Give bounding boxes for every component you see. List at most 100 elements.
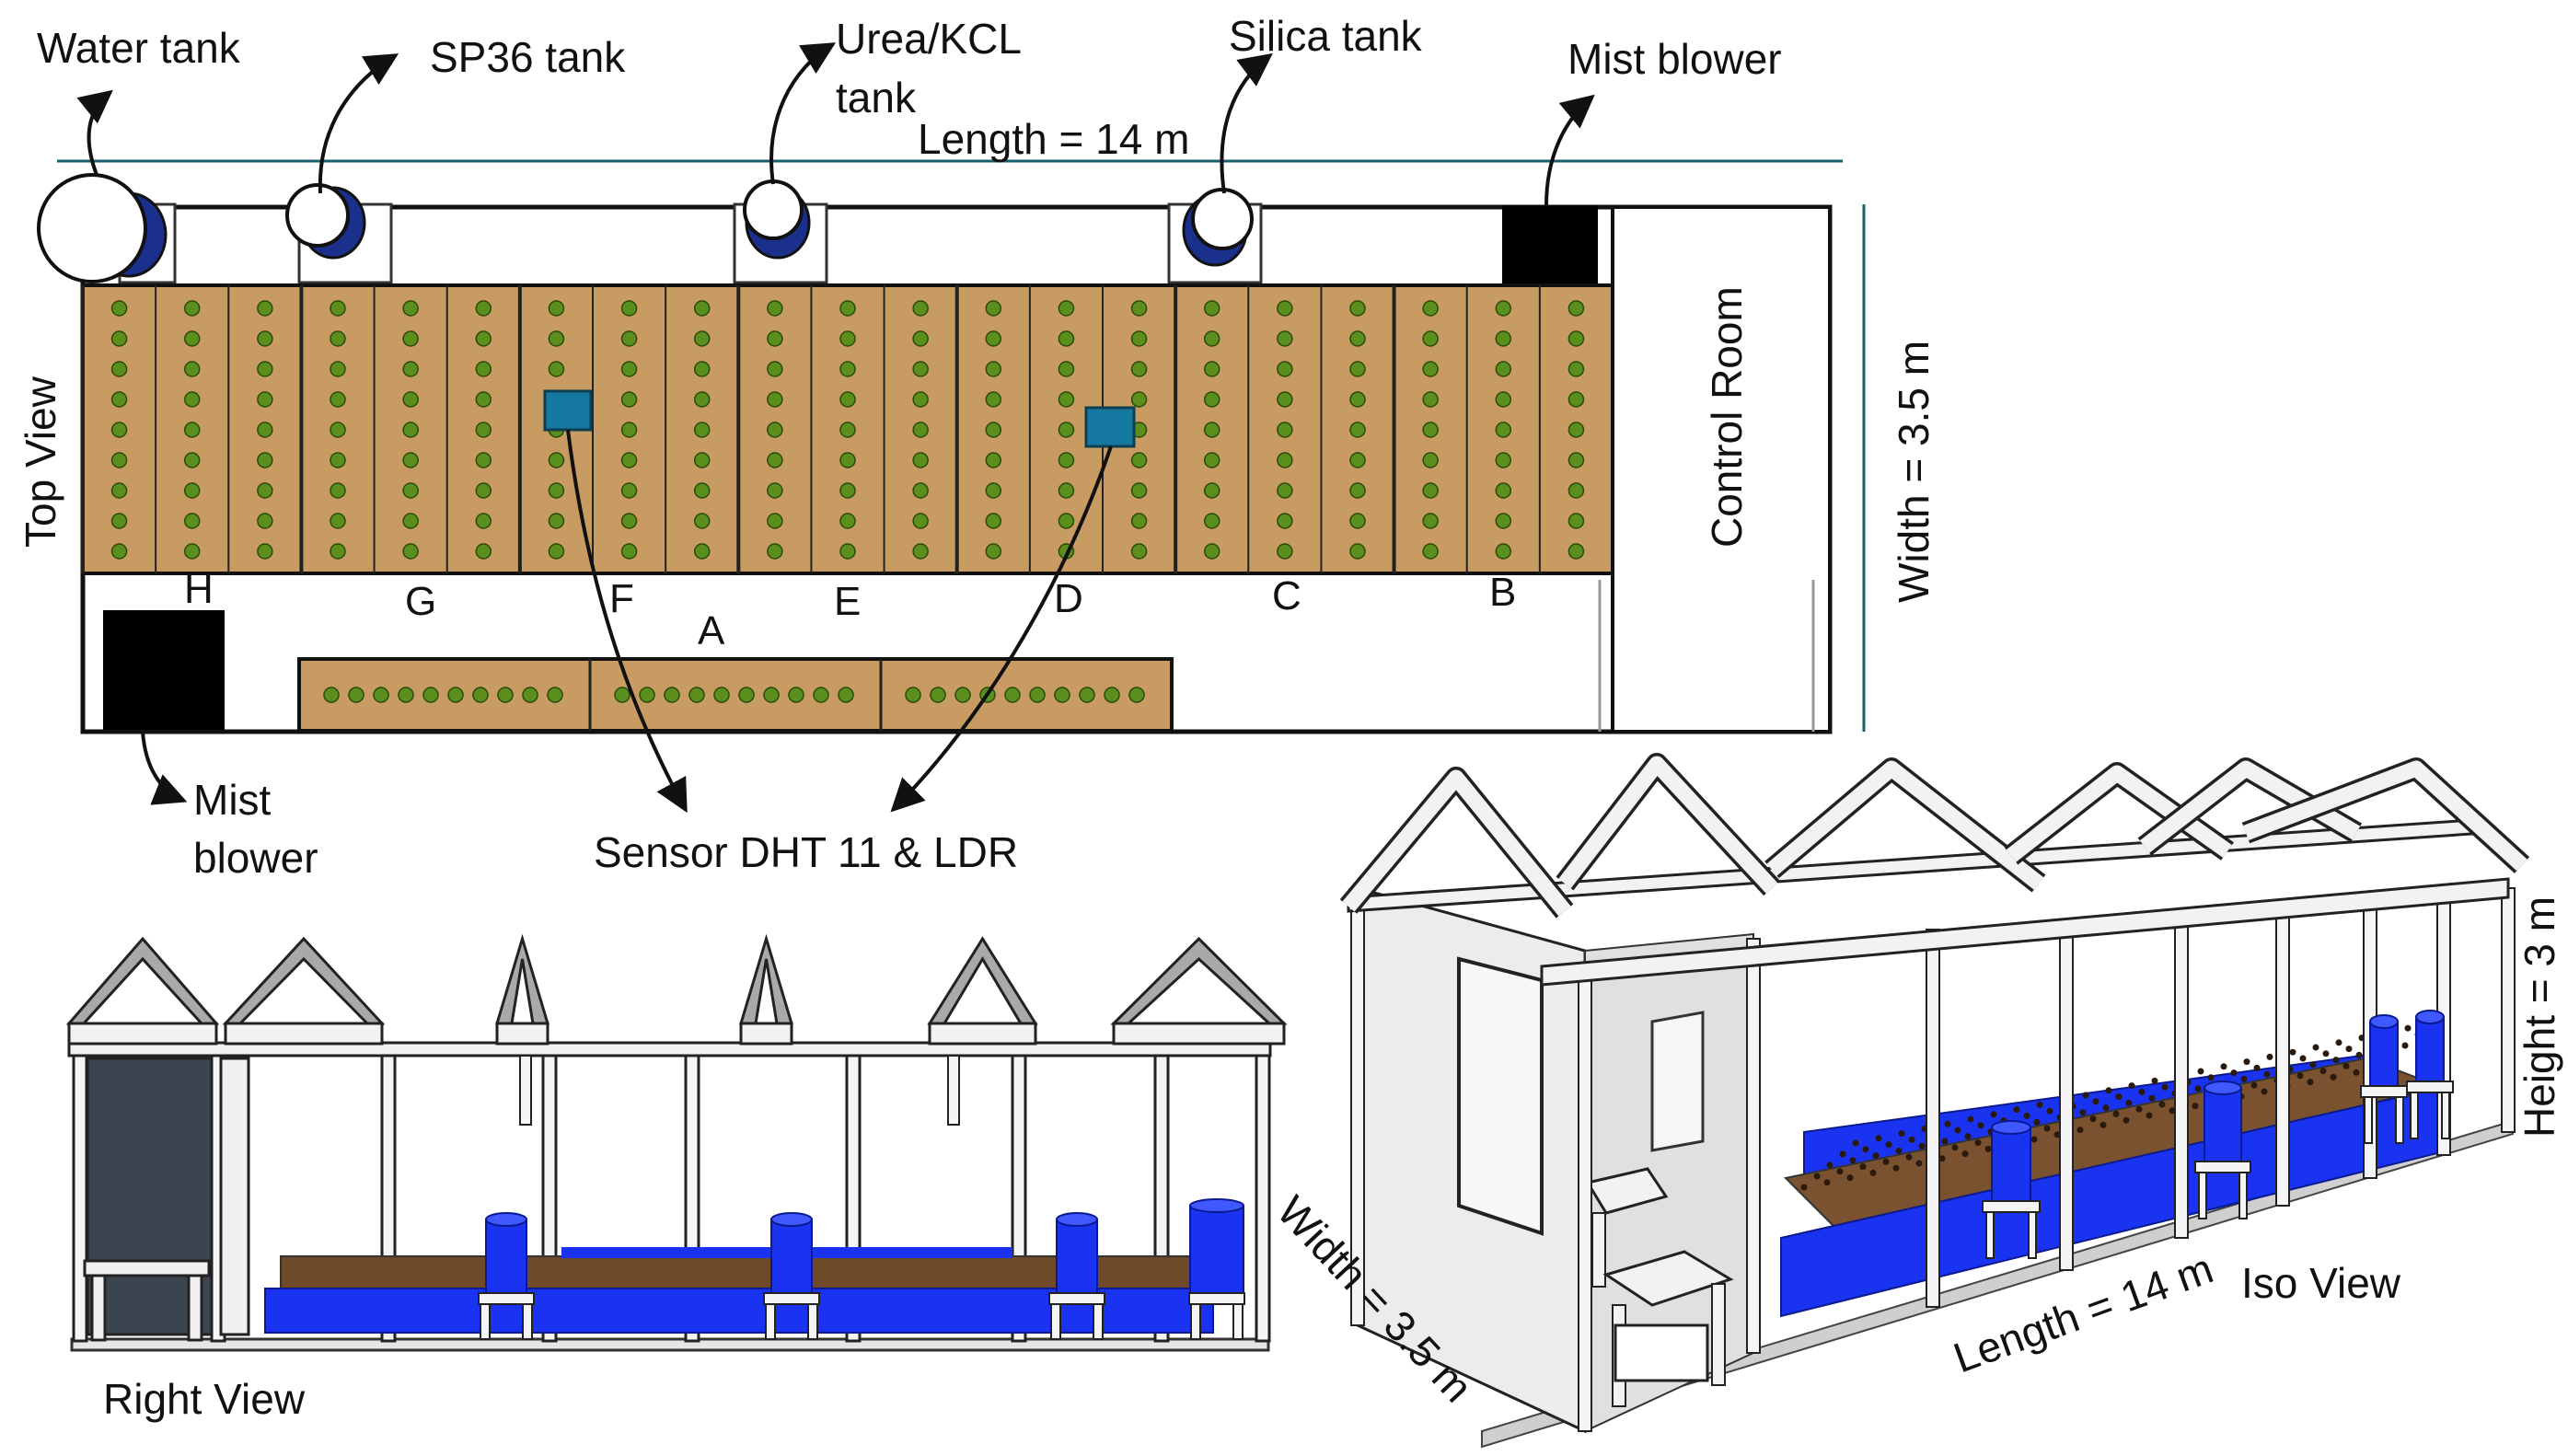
plant-dot xyxy=(183,513,201,529)
plant-dot xyxy=(330,543,346,560)
plant-dot xyxy=(402,513,419,529)
tank-body xyxy=(2204,1087,2242,1162)
plant-dot xyxy=(183,330,201,347)
plant-hole xyxy=(2100,1121,2107,1128)
plant-hole xyxy=(2296,1072,2304,1080)
plant-dot xyxy=(1567,452,1585,468)
plant-dot xyxy=(1054,687,1070,703)
plant-dot xyxy=(422,687,439,703)
plant-dot xyxy=(1130,361,1148,377)
plant-dot xyxy=(1495,482,1512,499)
plant-dot xyxy=(614,687,630,703)
row-label-f: F xyxy=(609,576,634,621)
plant-hole xyxy=(2123,1116,2130,1124)
plant-hole xyxy=(2146,1112,2153,1119)
stand-leg xyxy=(1050,1303,1061,1340)
plant-dot xyxy=(183,300,201,317)
plant-dot xyxy=(912,422,929,438)
plant-dot xyxy=(330,300,346,317)
plant-hole xyxy=(2112,1110,2120,1117)
plant-dot xyxy=(472,687,489,703)
iso-tank-3 xyxy=(2360,1014,2408,1144)
plant-dot xyxy=(373,687,389,703)
iso-post xyxy=(1578,965,1592,1432)
plant-dot xyxy=(839,513,856,529)
stand-leg xyxy=(2198,1172,2207,1219)
right-view-post xyxy=(72,1054,88,1343)
plant-dot xyxy=(1058,422,1075,438)
right-view-tank-4 xyxy=(1188,1198,1245,1340)
stand-leg xyxy=(1093,1303,1104,1340)
plant-dot xyxy=(838,687,854,703)
plant-dot xyxy=(1567,391,1585,408)
plant-dot xyxy=(257,513,273,529)
plant-hole xyxy=(1885,1141,1892,1149)
plant-hole xyxy=(1875,1135,1882,1142)
plant-hole xyxy=(2299,1055,2307,1062)
plant-dot xyxy=(475,543,492,560)
control-room-label: Control Room xyxy=(1703,286,1751,548)
plant-dot xyxy=(985,422,1002,438)
plant-dot xyxy=(548,513,565,529)
plant-dot xyxy=(330,391,346,408)
plant-hole xyxy=(1800,1184,1808,1191)
water-tank-label: Water tank xyxy=(37,24,241,72)
plant-dot xyxy=(1349,300,1366,317)
plant-hole xyxy=(2319,1068,2327,1075)
iso-height-label: Height = 3 m xyxy=(2516,896,2563,1138)
plant-dot xyxy=(912,513,929,529)
plant-dot xyxy=(183,422,201,438)
plant-dot xyxy=(398,687,414,703)
tank-body xyxy=(1991,1127,2031,1202)
plant-dot xyxy=(912,482,929,499)
stand-top xyxy=(1188,1292,1245,1305)
plant-hole xyxy=(2169,1107,2176,1115)
row-label-b: B xyxy=(1489,570,1516,615)
plant-dot xyxy=(110,452,128,468)
top-view-label: Top View xyxy=(17,376,64,548)
plant-dot xyxy=(1203,361,1220,377)
tank-top xyxy=(770,1212,813,1227)
plant-dot xyxy=(548,330,565,347)
plant-dot xyxy=(1422,422,1439,438)
plant-dot xyxy=(548,452,565,468)
stand-leg xyxy=(522,1303,533,1340)
stand-leg xyxy=(480,1303,491,1340)
plant-dot xyxy=(788,687,804,703)
plant-hole xyxy=(1869,1169,1877,1176)
water-tank-icon xyxy=(37,173,168,283)
plant-dot xyxy=(1349,391,1366,408)
tank-body xyxy=(1189,1205,1244,1294)
plant-dot xyxy=(767,513,783,529)
plant-dot xyxy=(1130,513,1148,529)
right-view-top-beam xyxy=(67,1041,1272,1057)
plant-dot xyxy=(330,513,346,529)
plant-dot xyxy=(257,361,273,377)
plant-hole xyxy=(2332,1057,2340,1064)
plant-dot xyxy=(620,361,638,377)
plant-dot xyxy=(1567,543,1585,560)
plant-dot xyxy=(985,543,1002,560)
grow-bed-a xyxy=(297,657,1174,733)
plant-dot xyxy=(620,330,638,347)
plant-dot xyxy=(1567,300,1585,317)
plant-dot xyxy=(693,361,711,377)
plant-dot xyxy=(522,687,538,703)
plant-dot xyxy=(1203,452,1220,468)
plant-dot xyxy=(183,361,201,377)
row-label-e: E xyxy=(834,579,861,624)
plant-dot xyxy=(183,452,201,468)
plant-dot xyxy=(1277,300,1293,317)
plant-dot xyxy=(1349,422,1366,438)
stand-leg xyxy=(765,1303,776,1340)
iso-tank-4 xyxy=(2406,1010,2454,1139)
plant-hole xyxy=(1977,1122,1984,1129)
plant-dot xyxy=(548,361,565,377)
plant-hole xyxy=(2033,1118,2041,1126)
plant-dot xyxy=(1079,687,1095,703)
plant-dot xyxy=(763,687,780,703)
iso-post xyxy=(1926,929,1940,1308)
right-view-tank-3 xyxy=(1048,1212,1105,1340)
stand-top xyxy=(2194,1161,2251,1173)
plant-dot xyxy=(1203,513,1220,529)
